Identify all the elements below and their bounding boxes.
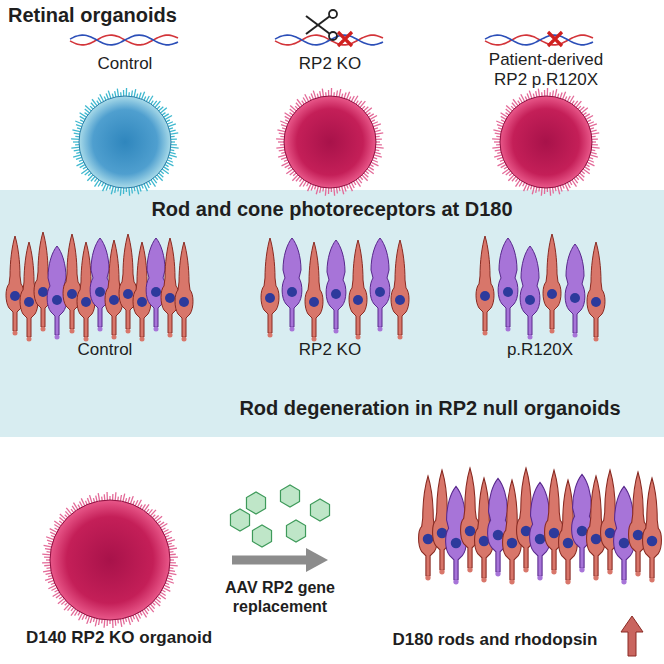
node-label: Patient-derived RP2 p.R120X [471,50,621,89]
title: Retinal organoids [8,4,177,27]
edge-label: AAV RP2 gene replacement [208,578,352,616]
dna-strand [275,32,383,46]
band-ground [0,190,664,437]
rod-cell [643,478,662,582]
rod-cell [63,234,81,334]
cone-cell [498,238,518,332]
rod-cell [305,242,323,342]
rod-cell [461,468,480,572]
rod-cell [587,242,605,342]
cone-cell [565,244,585,338]
node-label: p.R120X [470,340,610,360]
rod-cell [261,238,279,338]
cross-mark [548,32,562,46]
aav-capsid [280,485,299,507]
rod-cell [6,236,24,336]
rod-cell [476,236,494,336]
aav-capsid [230,509,249,531]
cone-cell [326,240,346,334]
control-organoid [71,88,179,196]
cone-cell [146,238,166,332]
scissors-icon [306,10,337,40]
ko-organoid [276,88,384,196]
d140-organoid [42,492,178,628]
node-label: Control [20,54,230,74]
cone-cell [572,474,593,572]
cone-cell [90,238,110,332]
cone-cell [282,238,302,332]
rod-cell [629,472,648,576]
rod-cell [119,234,137,334]
dna-strand [485,32,593,46]
organoid-group: RP2 KO [225,52,435,192]
node-label: RP2 KO [225,54,435,74]
aav-capsid [252,525,271,547]
node-label: D180 rods and rhodopsin [370,630,620,650]
photoreceptor-band: Rod and cone photoreceptors at D180Contr… [0,190,664,437]
patient-organoid [492,88,600,196]
rod-cell [175,242,193,342]
cross-mark [338,32,352,46]
aav-capsid [286,520,305,542]
aav-capsid [246,492,265,514]
node-label: Control [35,340,175,360]
rod-cell [349,240,367,340]
dna-strand [70,35,178,45]
node-label: Rod degeneration in RP2 null organoids [200,397,660,420]
rod-cell [161,238,179,338]
process-arrow [232,556,306,565]
node-label: RP2 KO [260,340,400,360]
rod-cell [543,234,561,334]
cone-cell [370,238,390,332]
organoid-group: Patient-derived RP2 p.R120X [435,50,657,190]
rod-cell [545,470,564,574]
cone-cell [488,478,509,576]
organoid-group: D140 RP2 KO organoid [8,490,230,658]
photoreceptor-cluster: D180 rods and rhodopsin [330,458,664,658]
node-label: Rod and cone photoreceptors at D180 [0,198,664,221]
aav-capsid [310,499,329,521]
organoid-group: Control [20,52,230,192]
rod-cell [391,240,409,340]
increase-arrow [621,616,643,656]
node-label: D140 RP2 KO organoid [8,628,230,648]
cone-cell [520,246,540,340]
